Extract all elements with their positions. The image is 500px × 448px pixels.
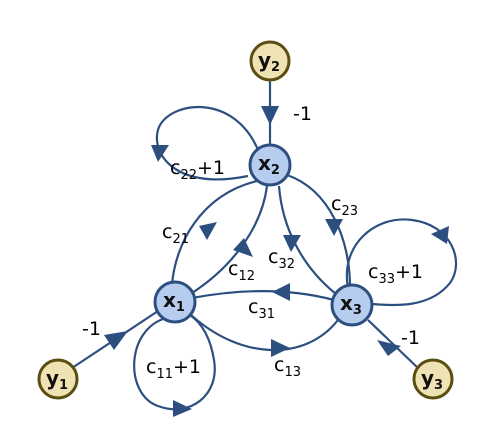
node-y1: y1: [37, 358, 79, 400]
edge-c21: [170, 179, 258, 286]
arrow-c33: [431, 226, 449, 244]
label-c33: c33+1: [368, 261, 423, 287]
label-c21: c21: [162, 221, 189, 247]
label-c11: c11+1: [146, 356, 201, 382]
arrow-y2-x2: [261, 106, 279, 125]
svg-text:y3: y3: [421, 366, 443, 393]
label-c13: c13: [274, 354, 301, 380]
node-y2: y2: [249, 40, 291, 82]
arrow-c23: [325, 219, 343, 236]
svg-text:x1: x1: [163, 288, 185, 315]
arrow-c32: [283, 235, 301, 252]
svg-text:x2: x2: [258, 151, 280, 178]
svg-text:y1: y1: [46, 366, 68, 393]
label-c22: c22+1: [170, 157, 225, 183]
svg-text:x3: x3: [340, 291, 362, 318]
arrow-c22: [151, 145, 169, 162]
arrow-c21: [199, 222, 217, 240]
label-c32: c32: [268, 246, 295, 272]
label-y2-x2: -1: [293, 103, 312, 125]
edge-c23: [286, 173, 352, 288]
arrow-c31: [272, 283, 290, 301]
edge-c13: [189, 313, 339, 352]
edge-c31: [191, 290, 335, 302]
arrow-y1-x1: [104, 331, 128, 350]
svg-text:y2: y2: [258, 48, 280, 75]
label-y3-x3: -1: [401, 327, 420, 349]
node-x3: x3: [330, 283, 374, 327]
loop-c22: [155, 105, 260, 181]
arrow-c11: [173, 400, 192, 417]
arrow-c13: [271, 339, 290, 357]
node-x1: x1: [153, 280, 197, 324]
label-y1-x1: -1: [82, 318, 101, 340]
label-c23: c23: [331, 193, 358, 219]
node-x2: x2: [248, 143, 292, 187]
node-y3: y3: [412, 358, 454, 400]
arrow-c12: [233, 238, 253, 257]
label-c31: c31: [248, 296, 275, 322]
arrow-y3-x3: [377, 340, 401, 356]
label-c12: c12: [228, 258, 255, 284]
